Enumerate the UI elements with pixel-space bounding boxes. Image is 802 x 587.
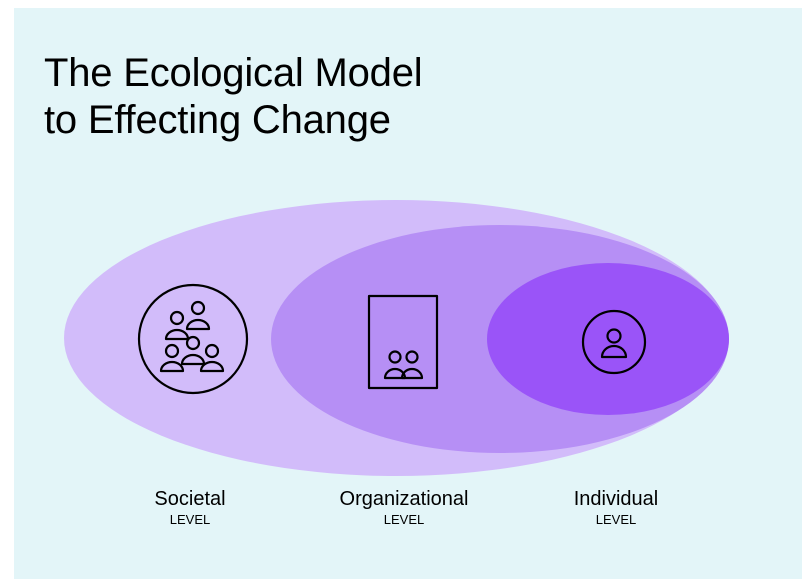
societal-label-sub: LEVEL <box>169 512 211 527</box>
societal-label: Societal LEVEL <box>90 487 290 528</box>
organizational-label-sub: LEVEL <box>383 512 425 527</box>
diagram-title: The Ecological Model to Effecting Change <box>44 50 423 144</box>
societal-label-name: Societal <box>154 488 226 510</box>
title-line-1: The Ecological Model <box>44 51 423 95</box>
organizational-label-name: Organizational <box>339 488 469 510</box>
people-in-building-icon <box>367 294 439 390</box>
organizational-label: Organizational LEVEL <box>304 487 504 528</box>
title-line-2: to Effecting Change <box>44 98 391 142</box>
individual-label-name: Individual <box>573 488 659 510</box>
single-person-in-circle-icon <box>581 309 647 375</box>
group-of-people-in-circle-icon <box>137 283 249 395</box>
individual-label: Individual LEVEL <box>516 487 716 528</box>
individual-label-sub: LEVEL <box>595 512 637 527</box>
